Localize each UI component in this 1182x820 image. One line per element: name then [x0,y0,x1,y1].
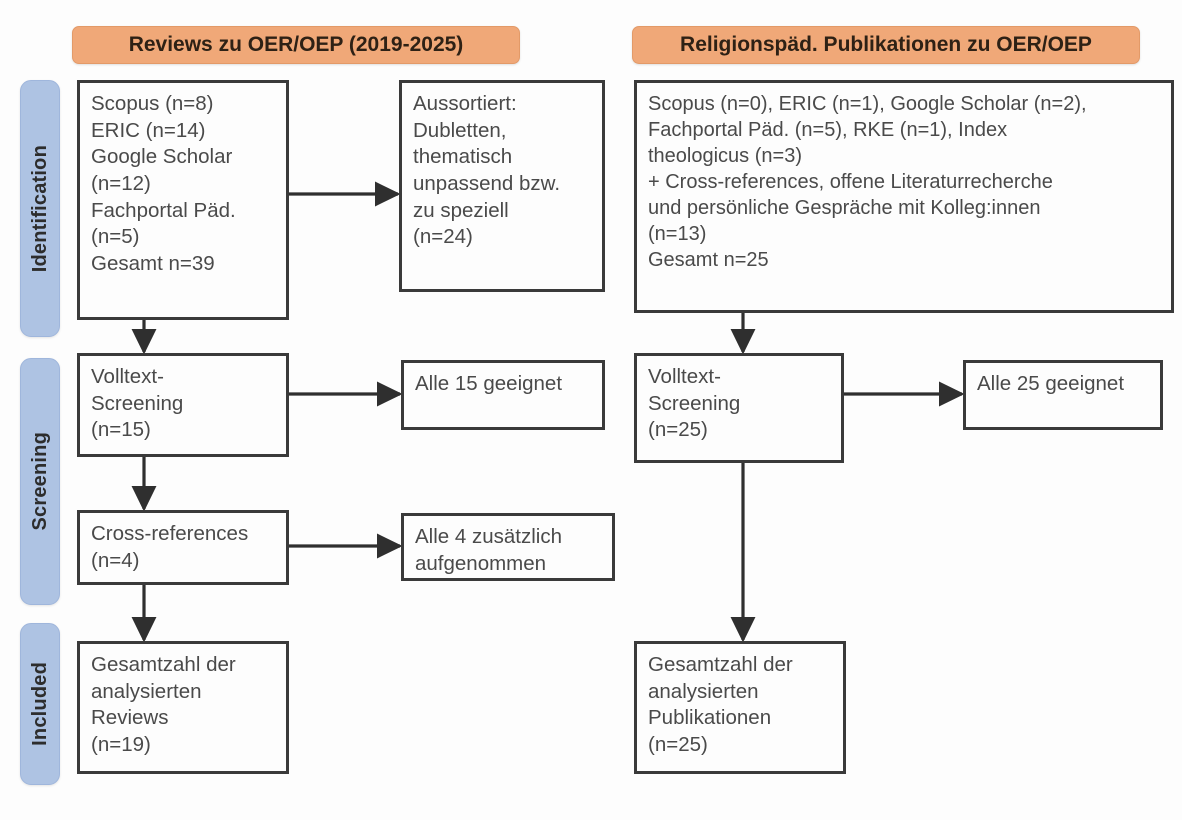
stage-rail-identification: Identification [20,80,60,337]
stage-rail-screening: Screening [20,358,60,605]
box-left-screening: Volltext- Screening (n=15) [77,353,289,457]
stage-rail-included: Included [20,623,60,785]
stage-label-identification: Identification [28,144,51,273]
box-right-included: Gesamtzahl der analysierten Publikatione… [634,641,846,774]
stage-label-included: Included [28,662,51,746]
column-header-publications-label: Religionspäd. Publikationen zu OER/OEP [680,33,1092,56]
box-left-screening-result: Alle 15 geeignet [401,360,605,430]
box-right-screening-result: Alle 25 geeignet [963,360,1163,430]
column-header-reviews-label: Reviews zu OER/OEP (2019-2025) [128,33,464,56]
box-right-screening: Volltext- Screening (n=25) [634,353,844,463]
column-header-reviews: Reviews zu OER/OEP (2019-2025) [72,26,520,64]
box-right-identification: Scopus (n=0), ERIC (n=1), Google Scholar… [634,80,1174,313]
box-left-included: Gesamtzahl der analysierten Reviews (n=1… [77,641,289,774]
box-left-identification: Scopus (n=8) ERIC (n=14) Google Scholar … [77,80,289,320]
column-header-publications: Religionspäd. Publikationen zu OER/OEP [632,26,1140,64]
box-left-excluded: Aussortiert: Dubletten, thematisch unpas… [399,80,605,292]
box-left-crossrefs: Cross-references (n=4) [77,510,289,585]
stage-label-screening: Screening [28,432,51,531]
box-left-crossrefs-result: Alle 4 zusätzlich aufgenommen [401,513,615,581]
